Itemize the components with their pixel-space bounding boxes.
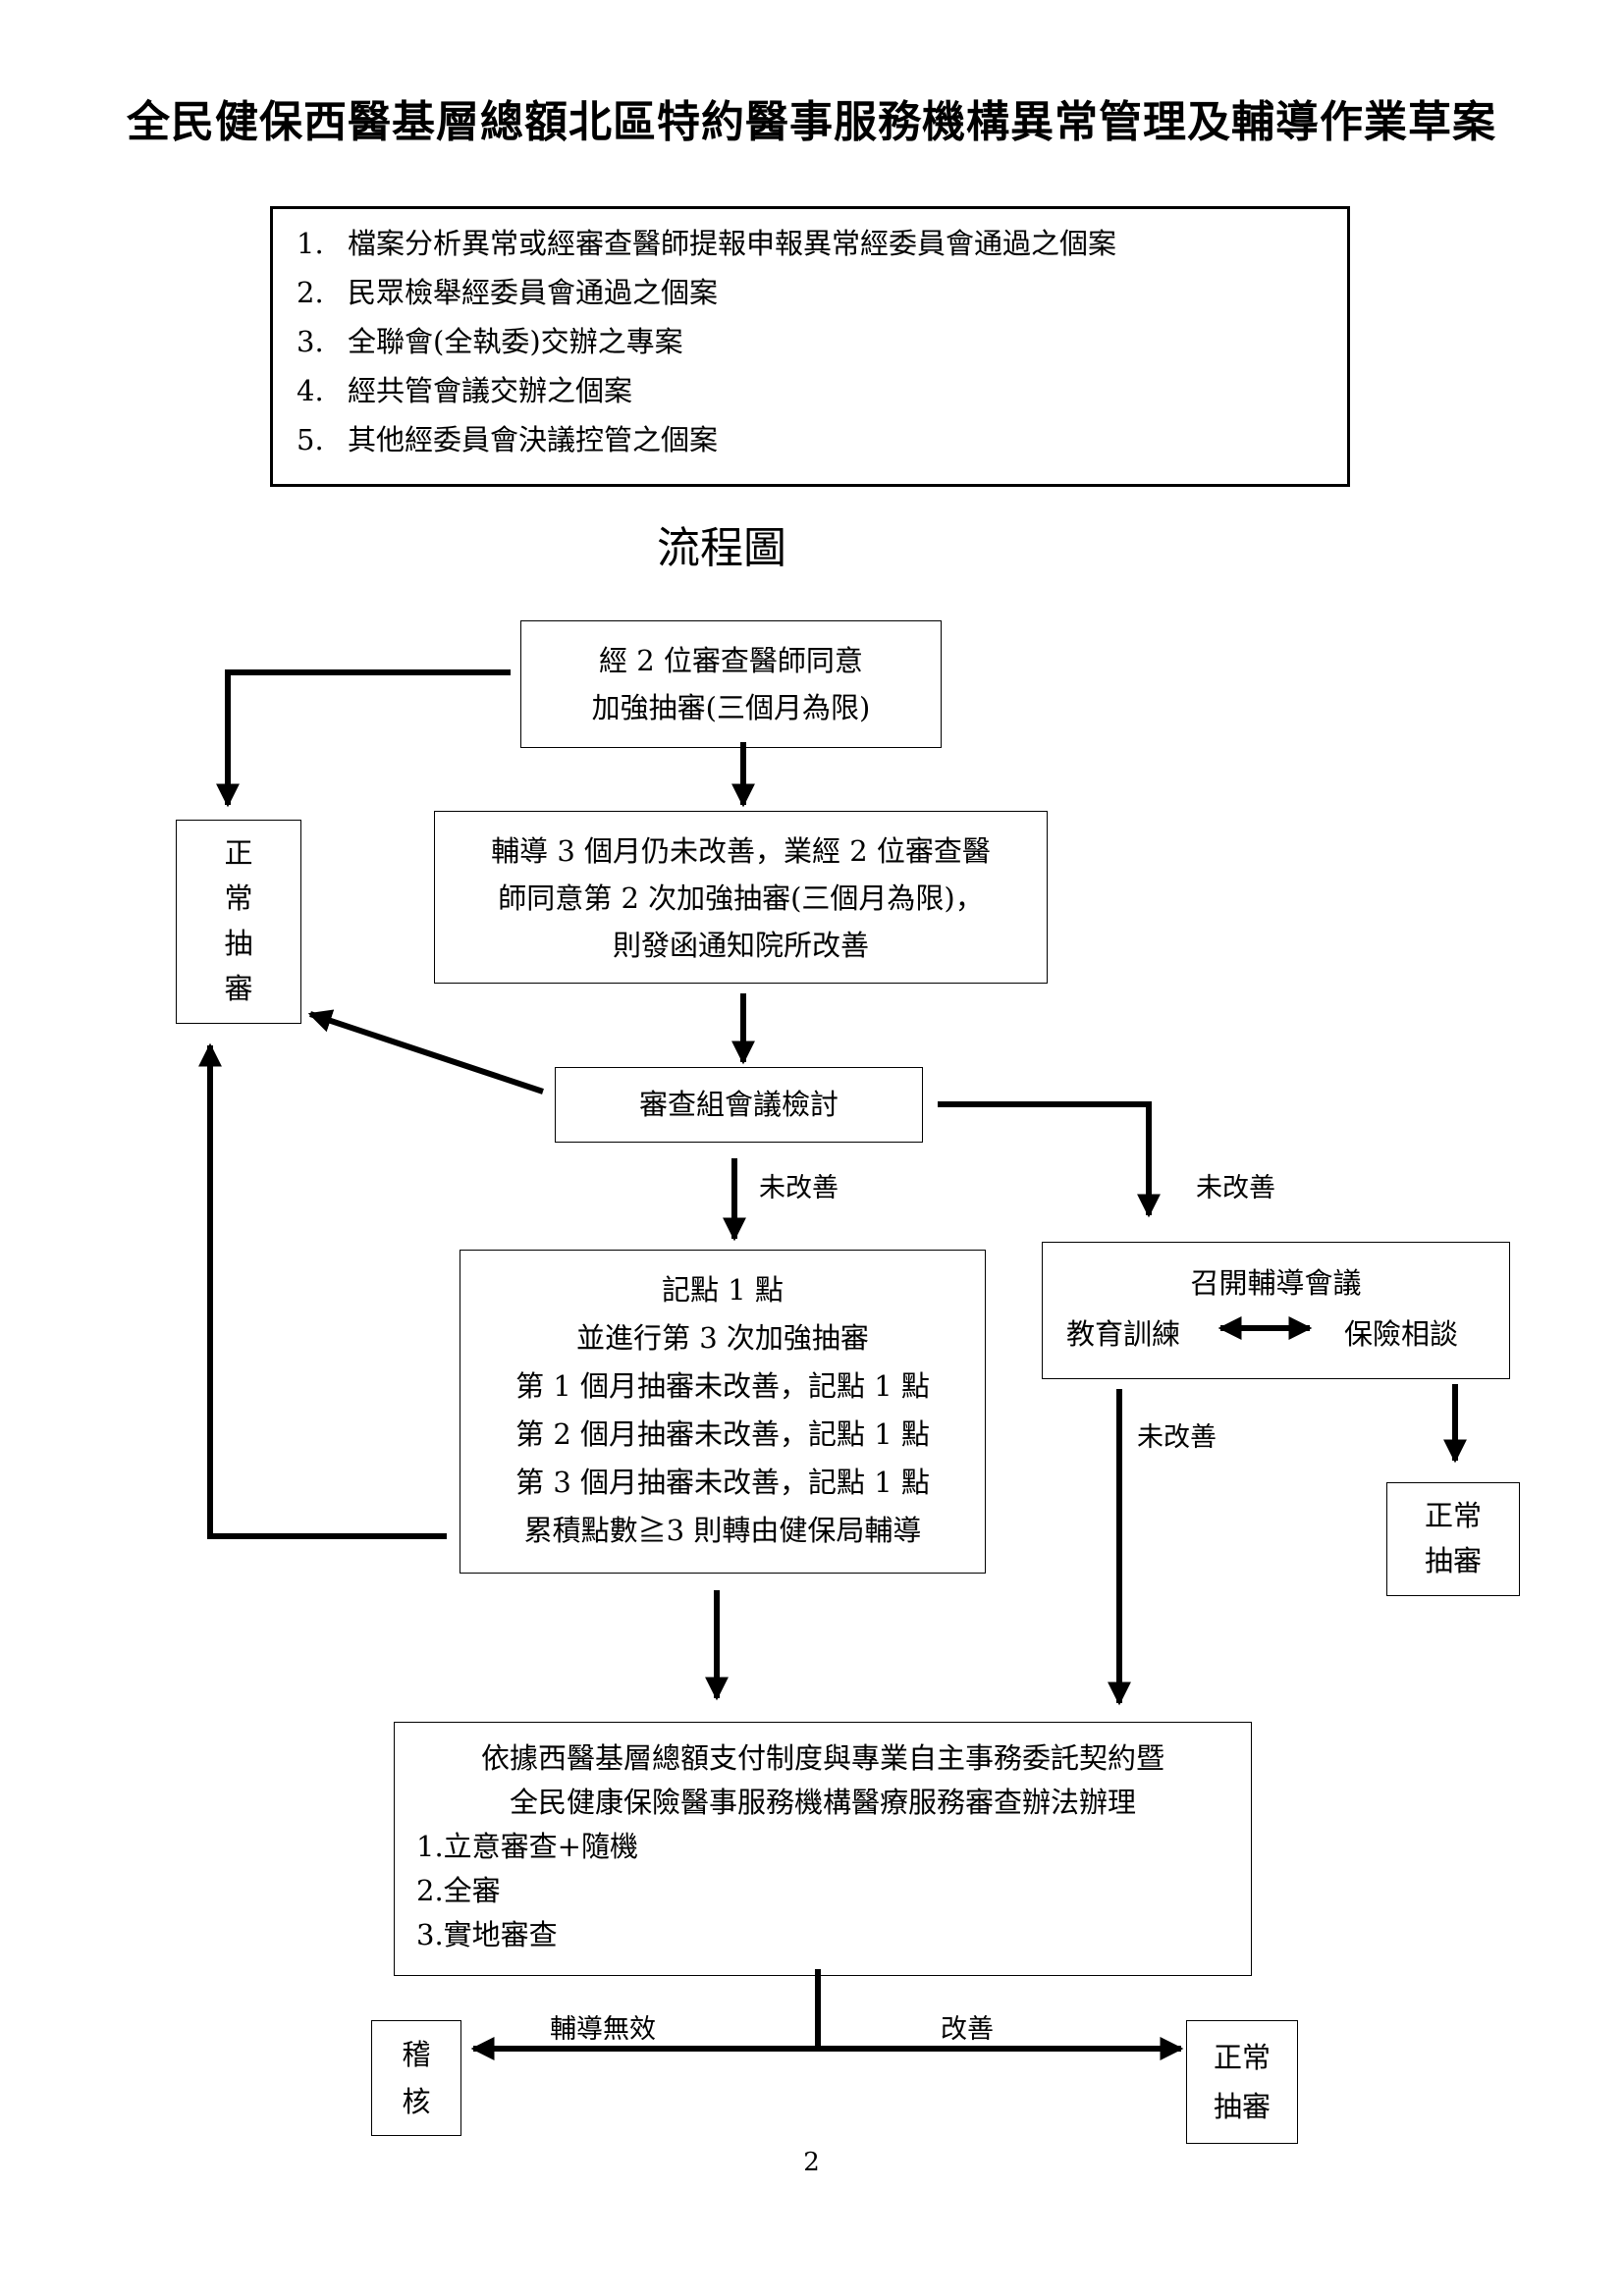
counsel-meeting-left: 教育訓練: [1066, 1317, 1181, 1351]
criteria-item: 1. 檔案分析異常或經審查醫師提報申報異常經委員會通過之個案: [297, 219, 1347, 268]
step1-line: 加強抽審(三個月為限): [591, 691, 871, 724]
normal-review-char: 抽: [224, 927, 253, 960]
audit-char: 核: [402, 2085, 431, 2118]
final-procedure-box: 依據西醫基層總額支付制度與專業自主事務委託契約暨 全民健康保險醫事服務機構醫療服…: [394, 1722, 1252, 1976]
normal-review-char: 正: [224, 836, 253, 870]
review-meeting-label: 審查組會議檢討: [638, 1088, 839, 1121]
points-box: 記點 1 點 並進行第 3 次加強抽審 第 1 個月抽審未改善，記點 1 點 第…: [460, 1250, 986, 1574]
page-number: 2: [803, 2148, 820, 2177]
criteria-number: 5.: [297, 423, 324, 456]
criteria-number: 1.: [297, 227, 324, 260]
criteria-text: 其他經委員會決議控管之個案: [348, 423, 719, 456]
counsel-meeting-box: 召開輔導會議 教育訓練 保險相談: [1042, 1242, 1510, 1379]
points-line: 累積點數≧3 則轉由健保局輔導: [523, 1514, 922, 1547]
counsel-meeting-title: 召開輔導會議: [1190, 1266, 1362, 1300]
points-line: 第 2 個月抽審未改善，記點 1 點: [515, 1417, 930, 1451]
ineffective-label: 輔導無效: [550, 2014, 656, 2045]
points-line: 記點 1 點: [662, 1273, 784, 1307]
step1-line: 經 2 位審查醫師同意: [599, 644, 863, 677]
normal-review-line: 抽審: [1213, 2090, 1271, 2123]
flowchart-subtitle: 流程圖: [657, 523, 786, 573]
criteria-text: 民眾檢舉經委員會通過之個案: [348, 276, 719, 309]
criteria-item: 3. 全聯會(全執委)交辦之專案: [297, 317, 1347, 366]
points-line: 第 1 個月抽審未改善，記點 1 點: [515, 1369, 930, 1403]
step2-line: 輔導 3 個月仍未改善，業經 2 位審查醫: [491, 834, 991, 868]
criteria-item: 5. 其他經委員會決議控管之個案: [297, 415, 1347, 464]
criteria-text: 檔案分析異常或經審查醫師提報申報異常經委員會通過之個案: [348, 227, 1117, 260]
step2-line: 則發函通知院所改善: [612, 929, 869, 962]
normal-review-char: 常: [224, 881, 253, 915]
normal-review-box-left: 正 常 抽 審: [176, 820, 301, 1024]
arrow-review-to-normal-review: [307, 1009, 544, 1095]
points-line: 第 3 個月抽審未改善，記點 1 點: [515, 1466, 930, 1499]
normal-review-box-bottom: 正常 抽審: [1186, 2020, 1298, 2144]
not-improved-label: 未改善: [759, 1173, 839, 1203]
step2-box: 輔導 3 個月仍未改善，業經 2 位審查醫 師同意第 2 次加強抽審(三個月為限…: [434, 811, 1048, 984]
points-line: 並進行第 3 次加強抽審: [576, 1321, 869, 1355]
final-item: 2.全審: [416, 1874, 501, 1907]
review-meeting-box: 審查組會議檢討: [555, 1067, 923, 1143]
criteria-item: 2. 民眾檢舉經委員會通過之個案: [297, 268, 1347, 317]
criteria-number: 4.: [297, 374, 324, 407]
normal-review-line: 正常: [1213, 2041, 1271, 2074]
criteria-number: 2.: [297, 276, 324, 309]
step2-line: 師同意第 2 次加強抽審(三個月為限)，: [498, 881, 984, 915]
criteria-text: 經共管會議交辦之個案: [348, 374, 633, 407]
arrow-step1-to-normal-review: [216, 669, 511, 808]
normal-review-box-right: 正常 抽審: [1386, 1482, 1520, 1596]
final-item: 1.立意審查+隨機: [416, 1830, 638, 1863]
criteria-item: 4. 經共管會議交辦之個案: [297, 366, 1347, 415]
not-improved-label: 未改善: [1137, 1422, 1217, 1453]
arrow-review-to-counsel: [938, 1101, 1161, 1218]
normal-review-line: 抽審: [1424, 1544, 1482, 1577]
audit-char: 稽: [402, 2038, 431, 2071]
final-item: 3.實地審查: [416, 1918, 558, 1951]
criteria-text: 全聯會(全執委)交辦之專案: [348, 325, 683, 358]
step1-box: 經 2 位審查醫師同意 加強抽審(三個月為限): [520, 620, 942, 748]
final-intro-line: 依據西醫基層總額支付制度與專業自主事務委託契約暨: [480, 1741, 1164, 1775]
normal-review-char: 審: [224, 972, 253, 1005]
audit-box: 稽 核: [371, 2020, 461, 2136]
document-title: 全民健保西醫基層總額北區特約醫事服務機構異常管理及輔導作業草案: [127, 97, 1496, 147]
improved-label: 改善: [941, 2014, 994, 2045]
not-improved-label: 未改善: [1196, 1173, 1275, 1203]
final-intro-line: 全民健康保險醫事服務機構醫療服務審查辦法辦理: [509, 1786, 1136, 1819]
criteria-number: 3.: [297, 325, 324, 358]
arrow-points-to-normal-review: [198, 1042, 447, 1539]
criteria-list: 1. 檔案分析異常或經審查醫師提報申報異常經委員會通過之個案 2. 民眾檢舉經委員會…: [270, 206, 1350, 487]
normal-review-line: 正常: [1424, 1499, 1482, 1532]
counsel-meeting-right: 保險相談: [1343, 1317, 1458, 1351]
